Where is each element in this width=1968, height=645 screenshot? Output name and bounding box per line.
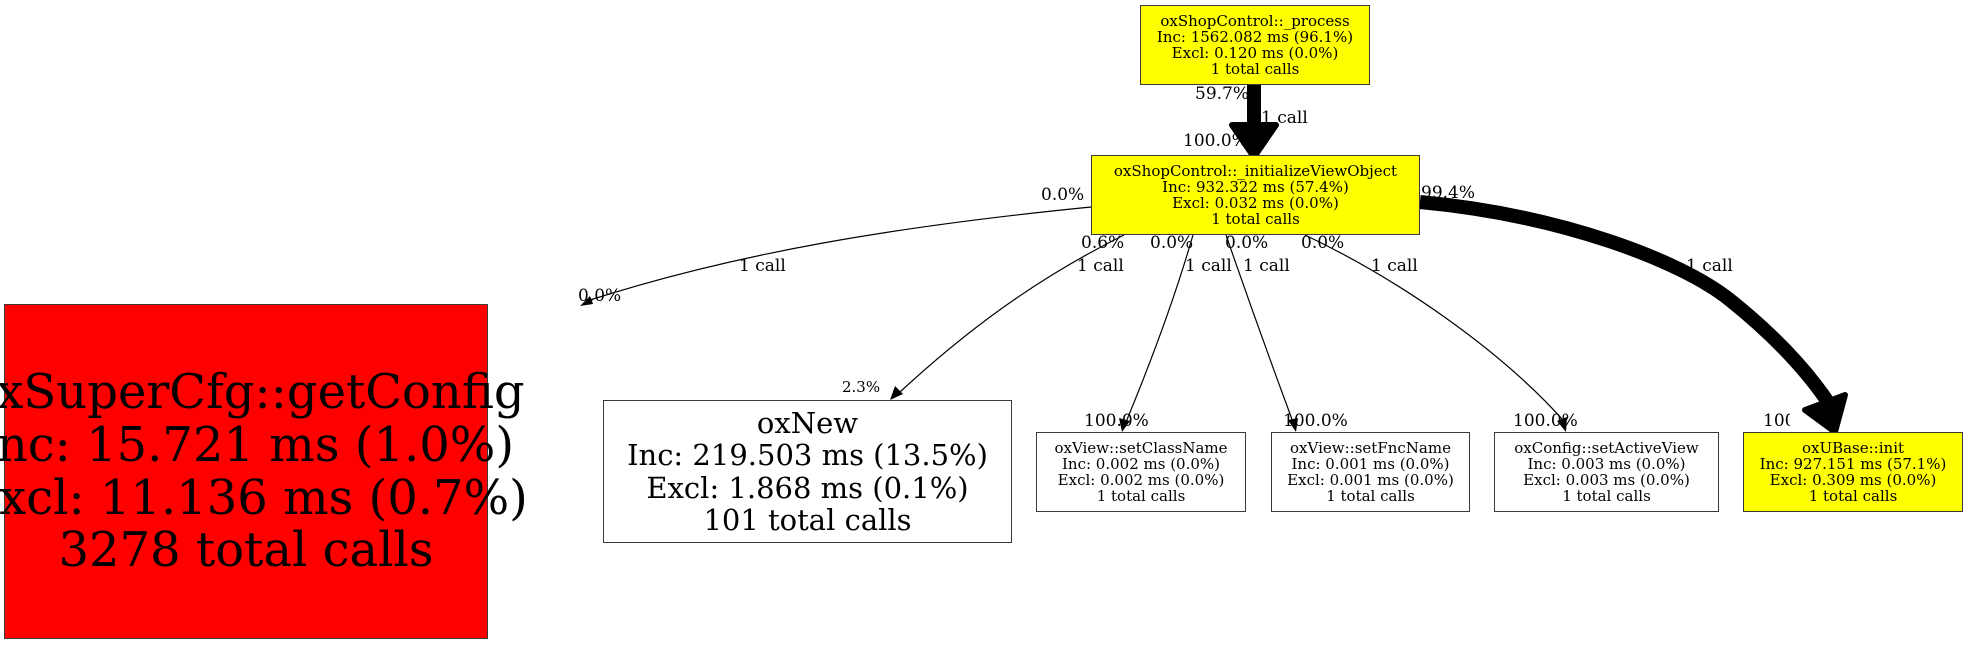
inclusive-time: Inc: 1562.082 ms (96.1%) xyxy=(1156,27,1354,46)
edge-head-percent: 100.0% xyxy=(1283,411,1348,431)
total-calls: 1 total calls xyxy=(1808,487,1898,506)
total-calls: 3278 total calls xyxy=(58,522,434,579)
node-oxnew[interactable]: oxNew Inc: 219.503 ms (13.5%) Excl: 1.86… xyxy=(603,400,1012,543)
exclusive-time: Excl: 0.002 ms (0.0%) xyxy=(1057,471,1225,489)
edge-initview-setactiveview xyxy=(1304,234,1567,432)
edge-call-label: 1 call xyxy=(1261,108,1308,128)
edge-initview-ubaseinit xyxy=(1419,195,1848,435)
total-calls: 1 total calls xyxy=(1211,210,1300,229)
total-calls: 1 total calls xyxy=(1210,60,1300,79)
total-calls: 101 total calls xyxy=(703,502,912,537)
arrowhead-icon xyxy=(890,386,903,400)
function-name: oxView::setFncName xyxy=(1290,438,1451,457)
inclusive-time: Inc: 15.721 ms (1.0%) xyxy=(0,416,515,473)
edge-tail-percent: 0.0% xyxy=(1301,233,1345,253)
exclusive-time: Excl: 11.136 ms (0.7%) xyxy=(0,469,528,526)
function-name: oxShopControl::_initializeViewObject xyxy=(1113,161,1398,180)
edge-call-label: 1 call xyxy=(1077,256,1124,276)
inclusive-time: Inc: 219.503 ms (13.5%) xyxy=(627,438,988,473)
edge-head-percent: 100.0% xyxy=(1084,411,1149,431)
edge-line xyxy=(1419,195,1836,409)
edge-head-percent: 100.0% xyxy=(1763,411,1828,431)
function-name: oxNew xyxy=(756,405,859,440)
inclusive-time: Inc: 0.003 ms (0.0%) xyxy=(1527,454,1686,473)
exclusive-time: Excl: 0.309 ms (0.0%) xyxy=(1769,471,1937,489)
edge-line xyxy=(1225,234,1294,423)
edge-head-percent: 0.0% xyxy=(578,286,622,306)
function-name: oxView::setClassName xyxy=(1054,438,1228,457)
edge-call-label: 1 call xyxy=(1371,256,1418,276)
edge-initview-setclassname xyxy=(1119,234,1194,432)
edge-line xyxy=(1125,234,1194,423)
arrowhead-icon xyxy=(1288,418,1298,432)
edge-call-label: 1 call xyxy=(1185,256,1232,276)
edge-tail-percent: 0.0% xyxy=(1225,233,1269,253)
arrowhead-icon xyxy=(1119,418,1130,432)
edge-head-percent: 100.0% xyxy=(1513,411,1578,431)
edge-tail-percent: 0.0% xyxy=(1150,233,1194,253)
edge-tail-percent: 99.4% xyxy=(1421,183,1476,203)
edge-line xyxy=(1304,234,1564,421)
inclusive-time: Inc: 927.151 ms (57.1%) xyxy=(1759,454,1947,473)
edge-initview-oxnew xyxy=(890,234,1125,400)
edge-initview-setfncname xyxy=(1225,234,1298,432)
edge-tail-percent: 0.0% xyxy=(1041,185,1085,205)
edge-line xyxy=(899,234,1125,393)
node-get-config[interactable]: oxSuperCfg::getConfig Inc: 15.721 ms (1.… xyxy=(0,304,528,639)
function-name: oxSuperCfg::getConfig xyxy=(0,363,525,420)
arrowhead-icon xyxy=(580,296,593,306)
total-calls: 1 total calls xyxy=(1096,487,1186,506)
exclusive-time: Excl: 1.868 ms (0.1%) xyxy=(646,470,969,505)
node-initialize-view-object[interactable]: oxShopControl::_initializeViewObject Inc… xyxy=(1091,155,1420,235)
edge-call-label: 1 call xyxy=(739,256,786,276)
exclusive-time: Excl: 0.003 ms (0.0%) xyxy=(1523,471,1690,489)
edge-head-percent: 2.3% xyxy=(842,378,881,396)
exclusive-time: Excl: 0.001 ms (0.0%) xyxy=(1287,471,1454,489)
arrowhead-icon xyxy=(1229,122,1279,160)
node-set-fnc-name[interactable]: oxView::setFncName Inc: 0.001 ms (0.0%) … xyxy=(1271,432,1470,512)
function-name: oxShopControl::_process xyxy=(1160,11,1350,30)
edge-tail-percent: 0.6% xyxy=(1081,233,1125,253)
total-calls: 1 total calls xyxy=(1562,487,1651,506)
edge-line xyxy=(589,206,1092,301)
edge-call-label: 1 call xyxy=(1243,256,1290,276)
node-process[interactable]: oxShopControl::_process Inc: 1562.082 ms… xyxy=(1140,5,1370,85)
edge-head-percent: 100.0% xyxy=(1183,131,1248,151)
node-ubase-init[interactable]: oxUBase::init Inc: 927.151 ms (57.1%) Ex… xyxy=(1743,432,1963,512)
inclusive-time: Inc: 932.322 ms (57.4%) xyxy=(1162,177,1349,196)
inclusive-time: Inc: 0.002 ms (0.0%) xyxy=(1061,454,1221,473)
node-set-class-name[interactable]: oxView::setClassName Inc: 0.002 ms (0.0%… xyxy=(1036,432,1246,512)
inclusive-time: Inc: 0.001 ms (0.0%) xyxy=(1291,454,1450,473)
arrowhead-icon xyxy=(1557,417,1567,432)
node-set-active-view[interactable]: oxConfig::setActiveView Inc: 0.003 ms (0… xyxy=(1494,432,1719,512)
function-name: oxUBase::init xyxy=(1801,438,1905,457)
edge-initview-getconfig xyxy=(580,206,1092,306)
edge-tail-percent: 59.7% xyxy=(1195,84,1250,104)
edge-process-initview xyxy=(1229,85,1279,160)
total-calls: 1 total calls xyxy=(1326,487,1415,506)
arrowhead-icon xyxy=(1802,392,1848,435)
exclusive-time: Excl: 0.032 ms (0.0%) xyxy=(1172,194,1339,212)
edge-call-label: 1 call xyxy=(1686,256,1733,276)
function-name: oxConfig::setActiveView xyxy=(1514,438,1699,457)
exclusive-time: Excl: 0.120 ms (0.0%) xyxy=(1171,44,1339,62)
